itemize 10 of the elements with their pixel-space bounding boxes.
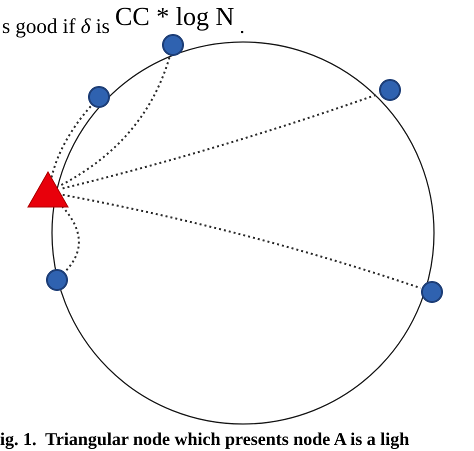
circle-node — [162, 34, 184, 56]
circle-node — [46, 269, 68, 291]
dotted-connector — [62, 194, 421, 290]
triangle-node — [27, 171, 69, 208]
circle-node — [421, 281, 443, 303]
figure-caption: ig. 1. Triangular node which presents node A is a ligh — [0, 429, 410, 450]
circle-node — [379, 79, 401, 101]
dotted-connector — [50, 105, 92, 178]
dotted-connector — [60, 56, 171, 186]
circle-node — [88, 86, 110, 108]
